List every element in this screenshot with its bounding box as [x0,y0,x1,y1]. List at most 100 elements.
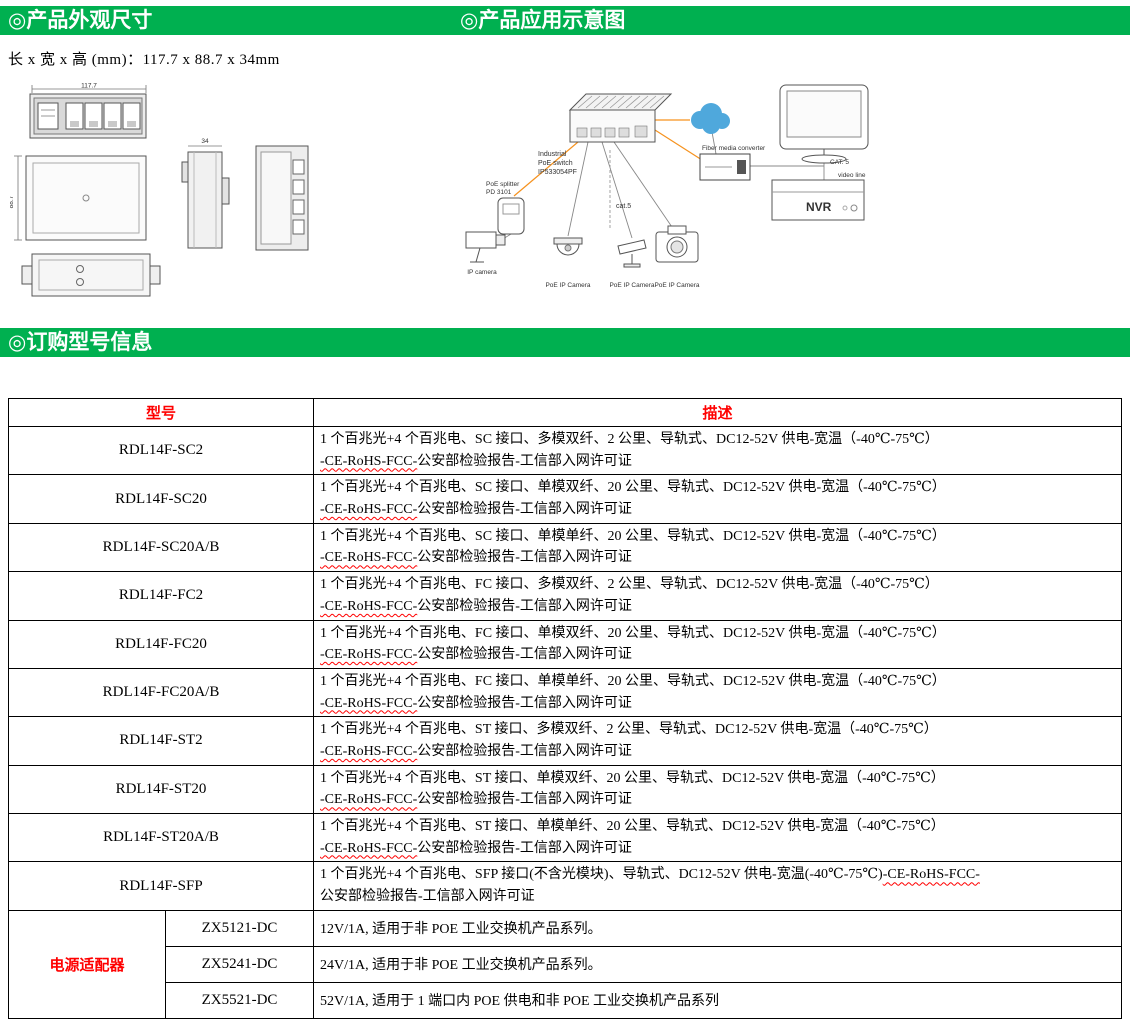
description-line2: 公安部检验报告-工信部入网许可证 [417,647,632,663]
poe-camera-label-3: PoE IP Camera [654,282,699,289]
description-flagged: -CE-RoHS-FCC- [320,647,418,663]
description-cell: 1 个百兆光+4 个百兆电、SC 接口、单模单纤、20 公里、导轨式、DC12-… [313,522,1122,573]
model-cell: RDL14F-ST2 [7,716,315,766]
table-row: RDL14F-ST20A/B 1 个百兆光+4 个百兆电、ST 接口、单模单纤、… [7,812,1122,863]
model-cell: RDL14F-SFP [7,861,315,911]
description-cell: 1 个百兆光+4 个百兆电、SC 接口、单模双纤、20 公里、导轨式、DC12-… [313,474,1122,524]
description-flagged: -CE-RoHS-FCC- [320,840,418,856]
table-row: ZX5521-DC 52V/1A, 适用于 1 端口内 POE 供电和非 POE… [9,981,1122,1019]
table-row: RDL14F-SFP 1 个百兆光+4 个百兆电、SFP 接口(不含光模块)、导… [7,861,1122,911]
section-title-application: ◎产品应用示意图 [460,9,626,32]
description-cell: 1 个百兆光+4 个百兆电、FC 接口、单模双纤、20 公里、导轨式、DC12-… [313,619,1122,669]
table-row: RDL14F-FC20A/B 1 个百兆光+4 个百兆电、FC 接口、单模单纤、… [7,667,1122,718]
cable-lines [493,131,825,243]
model-cell: RDL14F-FC2 [7,571,315,621]
description-line2: 公安部检验报告-工信部入网许可证 [417,550,632,566]
description-cell: 1 个百兆光+4 个百兆电、SFP 接口(不含光模块)、导轨式、DC12-52V… [313,861,1122,911]
col-header-description: 描述 [313,398,1122,427]
switch-label-line3: IP533054PF [538,169,577,176]
description-line1: 1 个百兆光+4 个百兆电、ST 接口、多模双纤、2 公里、导轨式、DC12-5… [320,722,938,738]
fiber-converter-label: Fiber media converter [702,145,766,152]
description-line2: 公安部检验报告-工信部入网许可证 [417,743,632,759]
model-cell: RDL14F-FC20 [7,619,315,669]
dslr-camera [655,225,699,263]
switch-label-line1: Industrial [538,151,567,158]
description-line2: 公安部检验报告-工信部入网许可证 [417,695,632,711]
profile-view [181,145,230,249]
description-flagged: -CE-RoHS-FCC- [320,502,418,518]
description-cell: 1 个百兆光+4 个百兆电、ST 接口、多模双纤、2 公里、导轨式、DC12-5… [313,716,1122,766]
poe-switch [568,93,673,143]
dim-line-top [31,85,147,93]
fiber-lines [513,119,703,197]
model-cell: RDL14F-SC20A/B [7,522,315,573]
model-cell: RDL14F-FC20A/B [7,667,315,718]
nvr [771,179,865,221]
bullet-camera [617,239,647,268]
description-line1: 1 个百兆光+4 个百兆电、SC 接口、单模单纤、20 公里、导轨式、DC12-… [320,528,946,544]
switch-label-line2: PoE switch [538,160,573,167]
splitter-label-line2: PD 3101 [486,189,512,196]
model-cell: RDL14F-SC2 [7,425,315,476]
poe-camera-label-1: PoE IP Camera [545,282,590,289]
description-flagged: -CE-RoHS-FCC- [320,695,418,711]
table-row: 电源适配器 ZX5121-DC 12V/1A, 适用于非 POE 工业交换机产品… [8,909,1122,1019]
table-row: RDL14F-SC2 1 个百兆光+4 个百兆电、SC 接口、多模双纤、2 公里… [7,425,1122,476]
side-view [14,155,147,241]
description-line1: 1 个百兆光+4 个百兆电、SC 接口、多模双纤、2 公里、导轨式、DC12-5… [320,432,939,447]
nvr-label: NVR [806,200,832,214]
description-cell: 1 个百兆光+4 个百兆电、FC 接口、多模双纤、2 公里、导轨式、DC12-5… [313,571,1122,621]
ip-camera-label: IP camera [467,269,497,276]
table-row: RDL14F-ST2 1 个百兆光+4 个百兆电、ST 接口、多模双纤、2 公里… [7,716,1122,766]
ip-camera [465,231,506,263]
poe-splitter [497,197,525,235]
cat5-label: cat.5 [616,203,631,210]
section-title-appearance: ◎产品外观尺寸 [8,9,153,32]
description-line2: 公安部检验报告-工信部入网许可证 [417,840,632,856]
dome-camera [553,237,583,256]
description-line1: 1 个百兆光+4 个百兆电、SFP 接口(不含光模块)、导轨式、DC12-52V… [320,867,883,883]
bottom-view [21,253,161,297]
splitter-label-line1: PoE splitter [486,181,520,188]
dimension-drawing: 117.7 88.7 [10,83,309,297]
media-converter [699,153,751,181]
order-table: 型号 描述 RDL14F-SC2 1 个百兆光+4 个百兆电、SC 接口、多模双… [7,398,1122,1019]
description-flagged: -CE-RoHS-FCC- [320,550,418,566]
description-cell: 52V/1A, 适用于 1 端口内 POE 供电和非 POE 工业交换机产品系列 [313,981,1122,1019]
description-flagged: -CE-RoHS-FCC- [320,743,418,759]
model-cell: RDL14F-ST20A/B [7,812,315,863]
description-flagged: -CE-RoHS-FCC- [320,792,418,808]
table-row: ZX5241-DC 24V/1A, 适用于非 POE 工业交换机产品系列。 [9,945,1122,983]
dim-depth-label: 34 [201,138,209,145]
description-flagged: -CE-RoHS-FCC- [882,867,980,883]
perspective-view [255,145,309,251]
description-line2: 公安部检验报告-工信部入网许可证 [320,889,535,905]
description-line1: 1 个百兆光+4 个百兆电、FC 接口、多模双纤、2 公里、导轨式、DC12-5… [320,577,939,593]
col-header-model: 型号 [7,398,315,427]
dim-height-label: 88.7 [10,195,15,208]
description-line2: 公安部检验报告-工信部入网许可证 [417,792,632,808]
table-row: RDL14F-FC2 1 个百兆光+4 个百兆电、FC 接口、多模双纤、2 公里… [7,571,1122,621]
dim-length-label: 117.7 [81,83,97,90]
model-cell: ZX5521-DC [164,981,315,1019]
description-line1: 1 个百兆光+4 个百兆电、ST 接口、单模单纤、20 公里、导轨式、DC12-… [320,819,945,834]
video-line-label: video line [838,172,866,179]
top-section-bar: ◎产品外观尺寸 ◎产品应用示意图 [0,6,1130,35]
description-line2: 公安部检验报告-工信部入网许可证 [417,598,632,614]
power-adapter-label: 电源适配器 [8,909,166,1019]
description-line1: 1 个百兆光+4 个百兆电、SC 接口、单模双纤、20 公里、导轨式、DC12-… [320,480,946,496]
table-row: RDL14F-FC20 1 个百兆光+4 个百兆电、FC 接口、单模双纤、20 … [7,619,1122,669]
application-diagram: Industrial PoE switch IP533054PF Fiber m… [465,84,869,289]
fiber-cloud-icon [691,103,730,134]
description-cell: 1 个百兆光+4 个百兆电、ST 接口、单模双纤、20 公里、导轨式、DC12-… [313,764,1122,815]
description-cell: 24V/1A, 适用于非 POE 工业交换机产品系列。 [313,945,1122,983]
description-line1: 1 个百兆光+4 个百兆电、ST 接口、单模双纤、20 公里、导轨式、DC12-… [320,770,945,786]
description-line2: 公安部检验报告-工信部入网许可证 [417,453,632,469]
description-line1: 1 个百兆光+4 个百兆电、FC 接口、单模单纤、20 公里、导轨式、DC12-… [320,673,946,689]
dimensions-text: 长 x 宽 x 高 (mm)：117.7 x 88.7 x 34mm [8,52,280,68]
order-section-bar: ◎订购型号信息 [0,328,1130,357]
description-flagged: -CE-RoHS-FCC- [320,598,418,614]
table-row: RDL14F-SC20 1 个百兆光+4 个百兆电、SC 接口、单模双纤、20 … [7,474,1122,524]
model-cell: ZX5241-DC [164,945,315,983]
